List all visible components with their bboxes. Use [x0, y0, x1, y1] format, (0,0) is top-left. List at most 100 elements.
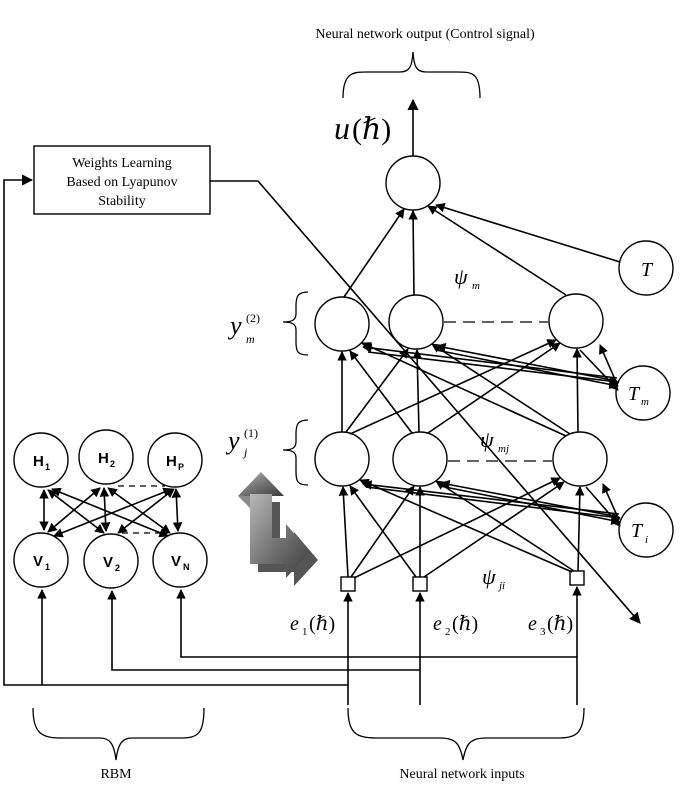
- bias-T-label: T: [641, 259, 654, 281]
- hidden1-neuron-2: [392, 431, 448, 487]
- psi-ji-label: ψ: [482, 564, 496, 589]
- hidden1-neuron-j: [552, 431, 608, 487]
- e1-label: e: [290, 613, 299, 635]
- rbm-V2-label: V: [103, 554, 113, 571]
- rbm-visible-VN: [152, 532, 208, 588]
- y2-sub: m: [246, 332, 255, 346]
- e2-arg: (ℏ): [452, 613, 478, 635]
- rbm-caption: RBM: [100, 767, 132, 782]
- y2-sup: (2): [246, 311, 260, 325]
- arrow-h1b-h2b: [412, 349, 423, 433]
- arrow-Tm-h2b: [436, 342, 618, 382]
- psi-mj-sub: mj: [498, 443, 509, 455]
- arrow-Ti-h1b: [440, 479, 620, 518]
- arrow-in3-h1a: [359, 479, 573, 573]
- arrow-h1b-h2a: [349, 350, 413, 434]
- rbm-H2-label: H: [98, 450, 109, 467]
- arrow-h1a-h2c: [349, 339, 557, 435]
- bias-node-Ti: [618, 502, 674, 558]
- input-node-1: [340, 576, 356, 592]
- rbm-connections: [39, 485, 183, 538]
- arrow-in2-h1c: [423, 481, 565, 578]
- e3-arg: (ℏ): [547, 613, 573, 635]
- arrow-h2a-out: [343, 208, 405, 298]
- rbm-brace: [32, 707, 205, 761]
- y1-brace: [282, 419, 309, 486]
- rbm-H1-label: H: [33, 453, 44, 470]
- feedback-loop: [3, 174, 348, 686]
- rbm-feed-V2: [107, 590, 420, 671]
- hidden2-neuron-m: [548, 293, 604, 349]
- bias-Tm-sub: m: [641, 396, 649, 408]
- output-title: Neural network output (Control signal): [315, 27, 535, 42]
- y1-sub: j: [242, 445, 248, 459]
- arrow-in1-h1c: [353, 477, 561, 579]
- bias-node-Tm: [615, 365, 671, 421]
- rbm-H2-sub: 2: [110, 459, 115, 469]
- rbm-hidden-H2: [78, 429, 134, 485]
- y2-brace: [282, 291, 309, 356]
- psi-mj-label: ψ: [480, 427, 494, 452]
- rbm-V2-sub: 2: [115, 563, 120, 573]
- rbm-visible-V1: [13, 532, 69, 588]
- e2-label: e: [433, 613, 442, 635]
- arrow-in3-h1c: [574, 486, 585, 572]
- arrow-h2b-Tm: [435, 349, 619, 390]
- arrow-h1a-Ti: [365, 486, 621, 522]
- arrow-h1a-h2b: [345, 348, 409, 433]
- rbm-HP-label: H: [166, 453, 177, 470]
- arrow-h1c-h2a: [361, 342, 567, 437]
- arrow-in2-h1a: [349, 485, 417, 578]
- arrow-h2b-out: [408, 210, 418, 296]
- rbm-V1-label: V: [33, 553, 43, 570]
- arrow-h1c-h2c: [572, 348, 582, 433]
- input-node-3: [569, 570, 585, 586]
- y2-label: y: [227, 311, 242, 340]
- arrow-h1c-Ti: [585, 486, 621, 527]
- bias-node-T: [618, 240, 674, 296]
- e3-label: e: [528, 613, 537, 635]
- bias-Ti-label: T: [631, 520, 644, 542]
- input-node-2: [412, 576, 428, 592]
- e1-arg: (ℏ): [309, 613, 335, 635]
- arrow-h2c-Tm: [579, 349, 619, 391]
- arrow-in1-h1a: [338, 486, 349, 578]
- rbm-VN-sub: N: [183, 562, 190, 572]
- rbm-hidden-HP: [147, 432, 203, 488]
- rbm-HP-sub: P: [178, 462, 184, 472]
- psi-m-sub: m: [472, 280, 480, 292]
- rbm-hidden-H1: [13, 432, 69, 488]
- hidden2-neuron-2: [388, 294, 444, 350]
- inputs-brace: [347, 707, 585, 761]
- output-u-arg: (ℏ): [352, 113, 391, 146]
- rbm-to-network-arrow: [238, 472, 318, 586]
- arrow-h2c-out: [427, 205, 567, 296]
- weights-box-line1: Weights Learning: [72, 156, 172, 171]
- output-u-label: u: [334, 110, 350, 146]
- rbm-V1-sub: 1: [45, 562, 50, 572]
- rbm-VN-label: V: [171, 553, 181, 570]
- output-brace: [342, 51, 481, 99]
- arrow-in3-h1b: [435, 480, 575, 572]
- e3-sub: 3: [540, 626, 546, 638]
- weights-box-line3: Stability: [98, 194, 145, 209]
- output-neuron: [385, 155, 441, 211]
- e1-sub: 1: [302, 626, 308, 638]
- rbm-feed-VN: [176, 589, 577, 658]
- inputs-caption: Neural network inputs: [399, 767, 524, 782]
- arrow-h1b-h2c: [427, 342, 561, 434]
- arrow-Ti-h1c: [602, 483, 620, 521]
- arrow-T-to-output: [435, 202, 621, 263]
- y1-sup: (1): [244, 426, 258, 440]
- arrow-h1c-h2b: [431, 343, 571, 435]
- e2-sub: 2: [445, 626, 451, 638]
- bias-Tm-label: T: [628, 383, 641, 405]
- hidden2-neuron-1: [314, 296, 370, 352]
- y1-label: y: [225, 426, 240, 455]
- rbm-H1-sub: 1: [45, 462, 50, 472]
- weights-update-arrow: [210, 180, 641, 624]
- psi-m-label: ψ: [454, 264, 468, 289]
- arrow-Tm-h2c: [599, 344, 618, 385]
- weights-learning-box: [33, 145, 211, 215]
